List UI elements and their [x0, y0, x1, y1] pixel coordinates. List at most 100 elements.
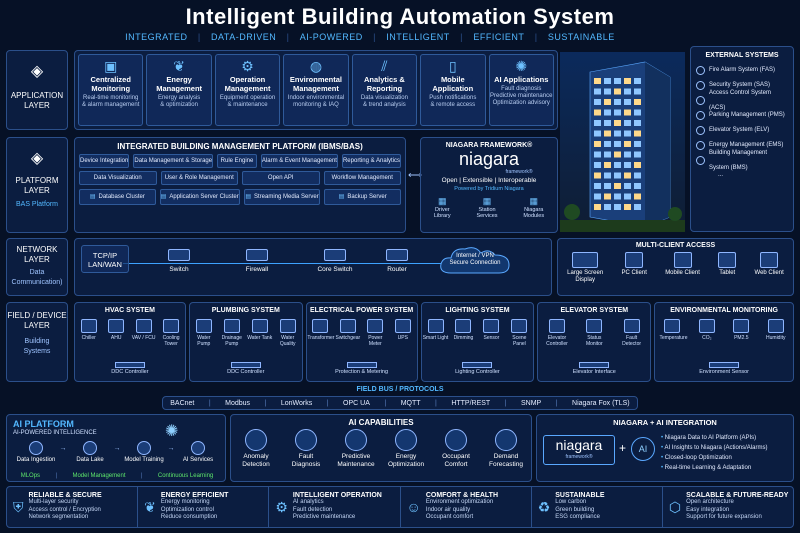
network-node[interactable]: Router	[375, 249, 419, 273]
ibms-module[interactable]: Rule Engine	[217, 154, 257, 168]
field-device[interactable]: Temperature	[659, 319, 688, 341]
field-device[interactable]: Chiller	[76, 319, 102, 347]
external-system-item[interactable]: Security System (SAS)	[696, 78, 788, 93]
ibms-module[interactable]: Alarm & Event Management	[260, 154, 338, 168]
ai-pipeline-step[interactable]: Model Training	[121, 441, 167, 463]
external-system-item[interactable]: Elevator System (ELV)	[696, 123, 788, 138]
niagara-framework-panel: NIAGARA FRAMEWORK® niagara framework® Op…	[420, 137, 558, 233]
field-device[interactable]: Switchgear	[335, 319, 361, 347]
niagara-logo-box: niagara framework®	[543, 435, 615, 465]
field-controller[interactable]: DDC Controller	[75, 362, 185, 375]
application-icon: ⚙	[241, 58, 254, 74]
niagara-tagline: Open | Extensible | Interoperable	[441, 177, 537, 184]
field-device[interactable]: Cooling Tower	[158, 319, 184, 347]
ibms-module[interactable]: ▤Backup Server	[324, 189, 402, 205]
field-device[interactable]: VAV / FCU	[131, 319, 157, 347]
field-device[interactable]: Humidity	[763, 319, 789, 341]
field-device[interactable]: Transformer	[307, 319, 334, 347]
ai-pipeline-step[interactable]: Data Ingestion	[13, 441, 59, 463]
field-device[interactable]: UPS	[390, 319, 416, 347]
ibms-module[interactable]: Device Integration	[79, 154, 130, 168]
arrow-right-icon: →	[59, 445, 67, 452]
protocol-label: OPC UA	[343, 399, 370, 407]
external-system-item[interactable]: Parking Management (PMS)	[696, 108, 788, 123]
client-device[interactable]: PC Client	[622, 252, 647, 284]
field-device[interactable]: Water Quality	[275, 319, 301, 347]
ibms-module[interactable]: ▤Application Server Cluster	[159, 189, 240, 205]
ai-capability-label: Forecasting	[489, 461, 523, 468]
ibms-module[interactable]: Data Visualization	[79, 171, 157, 185]
protocol-divider: |	[326, 399, 329, 407]
field-controller[interactable]: Elevator Interface	[538, 362, 650, 375]
field-device[interactable]: Water Pump	[191, 319, 217, 347]
building-window	[624, 162, 631, 168]
ibms-module[interactable]: Open API	[242, 171, 320, 185]
client-device[interactable]: Mobile Client	[665, 252, 700, 284]
field-device[interactable]: Smart Light	[423, 319, 449, 347]
network-node[interactable]: Core Switch	[313, 249, 357, 273]
field-device[interactable]: Drainage Pump	[219, 319, 245, 347]
ai-badge-label: AI	[638, 444, 648, 454]
ibms-module[interactable]: User & Role Management	[160, 171, 238, 185]
field-controller[interactable]: Environment Sensor	[655, 362, 793, 375]
field-device[interactable]: Dimming	[450, 319, 476, 347]
field-device[interactable]: Water Tank	[247, 319, 273, 347]
field-device[interactable]: PM2.5	[728, 319, 754, 341]
field-controller[interactable]: Lighting Controller	[422, 362, 534, 375]
application-desc: Push notifications	[429, 95, 477, 101]
niagara-component-label: Modules	[523, 213, 545, 219]
field-device-label: Sensor	[483, 335, 500, 341]
field-device[interactable]: Status Monitor	[581, 319, 607, 347]
external-system-item[interactable]: Fire Alarm System (FAS)	[696, 63, 788, 78]
building-window	[614, 162, 621, 168]
ai-capability-label: Maintenance	[337, 461, 375, 468]
client-device[interactable]: Web Client	[755, 252, 784, 284]
benefit-line: Indoor air quality	[425, 506, 471, 513]
ibms-module[interactable]: Workflow Management	[323, 171, 401, 185]
field-device[interactable]: AHU	[103, 319, 129, 347]
ibms-module[interactable]: ▤Streaming Media Server	[243, 189, 321, 205]
building-window	[594, 130, 601, 137]
external-system-item[interactable]: ...	[696, 168, 788, 183]
network-node[interactable]: Switch	[157, 249, 201, 273]
ibms-module[interactable]: ▤Database Cluster	[79, 189, 156, 205]
field-device[interactable]: Fault Detector	[619, 319, 645, 347]
building-window	[634, 151, 641, 158]
field-device[interactable]: CO₂	[694, 319, 720, 341]
building-window	[604, 120, 611, 126]
field-controller[interactable]: Protection & Metering	[307, 362, 417, 375]
field-device[interactable]: Elevator Controller	[544, 319, 570, 347]
client-device[interactable]: Tablet	[718, 252, 737, 284]
ibms-module[interactable]: Reporting & Analytics	[341, 154, 401, 168]
ai-pipeline-step[interactable]: Data Lake	[67, 441, 113, 463]
field-device[interactable]: Scene Panel	[506, 319, 532, 347]
ai-pipeline-step[interactable]: AI Services	[175, 441, 221, 463]
external-system-item[interactable]: Energy Management (EMS)	[696, 138, 788, 153]
field-controller[interactable]: DDC Controller	[190, 362, 302, 375]
external-system-item[interactable]: Access Control System (ACS)	[696, 90, 788, 111]
ibms-module[interactable]: Data Management & Storage	[133, 154, 214, 168]
external-system-item[interactable]: Building Management System (BMS)	[696, 150, 788, 171]
network-node[interactable]: Firewall	[235, 249, 279, 273]
field-device[interactable]: Power Meter	[362, 319, 388, 347]
field-device[interactable]: Sensor	[478, 319, 504, 347]
